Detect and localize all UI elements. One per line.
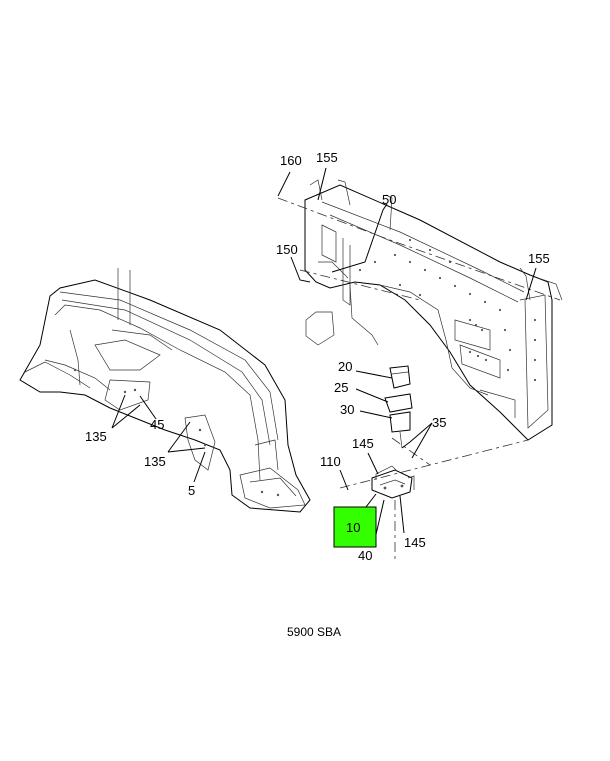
callout-label: 5 <box>188 483 195 498</box>
phantom-lines-right <box>277 197 561 560</box>
callout-label: 35 <box>432 415 446 430</box>
callout-label: 135 <box>85 429 107 444</box>
callout-label: 110 <box>320 454 341 469</box>
highlight-box <box>333 506 377 548</box>
callout-label: 10 <box>346 520 360 535</box>
mounting-bracket <box>371 465 415 499</box>
callout-label: 155 <box>528 251 550 266</box>
callout-label: 25 <box>334 380 348 395</box>
callout-label: 30 <box>340 402 354 417</box>
rear-wall-panel <box>304 179 563 441</box>
callout-label: 155 <box>316 150 338 165</box>
diagram-caption: 5900 SBA <box>287 625 341 639</box>
callout-label: 40 <box>358 548 372 563</box>
callout-label: 45 <box>150 417 164 432</box>
callout-label: 50 <box>382 192 396 207</box>
callout-label: 20 <box>338 359 352 374</box>
callout-label: 145 <box>404 535 426 550</box>
callout-label: 135 <box>144 454 166 469</box>
callout-labels: 160 155 50 150 155 20 25 30 35 145 110 1… <box>85 150 550 639</box>
leader-lines <box>111 167 537 544</box>
callout-label: 145 <box>352 436 374 451</box>
callout-label: 160 <box>280 153 302 168</box>
callout-label: 150 <box>276 242 298 257</box>
floor-frame-structure <box>19 268 311 513</box>
mount-parts-stack <box>384 365 413 449</box>
